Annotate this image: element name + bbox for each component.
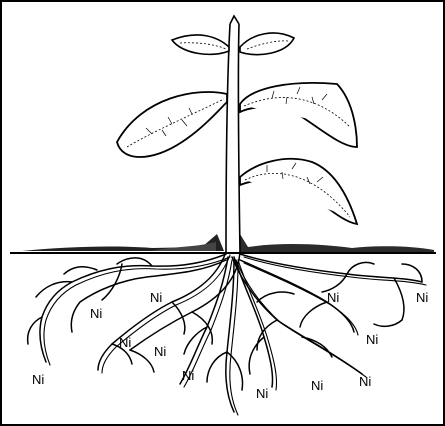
- ni-label-2: Ni: [150, 290, 162, 305]
- ni-label-7: Ni: [154, 344, 166, 359]
- soil-mound-right: [240, 234, 434, 252]
- ni-label-5: Ni: [416, 290, 428, 305]
- ni-label-4: Ni: [327, 290, 339, 305]
- ni-label-8: Ni: [32, 372, 44, 387]
- leaf-top-right: [240, 33, 294, 55]
- leaf-middle-right: [240, 83, 357, 147]
- ni-label-6: Ni: [366, 332, 378, 347]
- ni-label-9: Ni: [182, 368, 194, 383]
- ni-label-1: Ni: [90, 306, 102, 321]
- leaf-middle-left: [117, 92, 227, 157]
- soil-surface: [10, 234, 436, 253]
- leaf-top-left: [172, 35, 229, 54]
- ni-label-10: Ni: [311, 378, 323, 393]
- ni-label-11: Ni: [359, 374, 371, 389]
- ni-label-3: Ni: [119, 335, 131, 350]
- ni-label-12: Ni: [256, 386, 268, 401]
- leaf-lower-right: [240, 159, 357, 224]
